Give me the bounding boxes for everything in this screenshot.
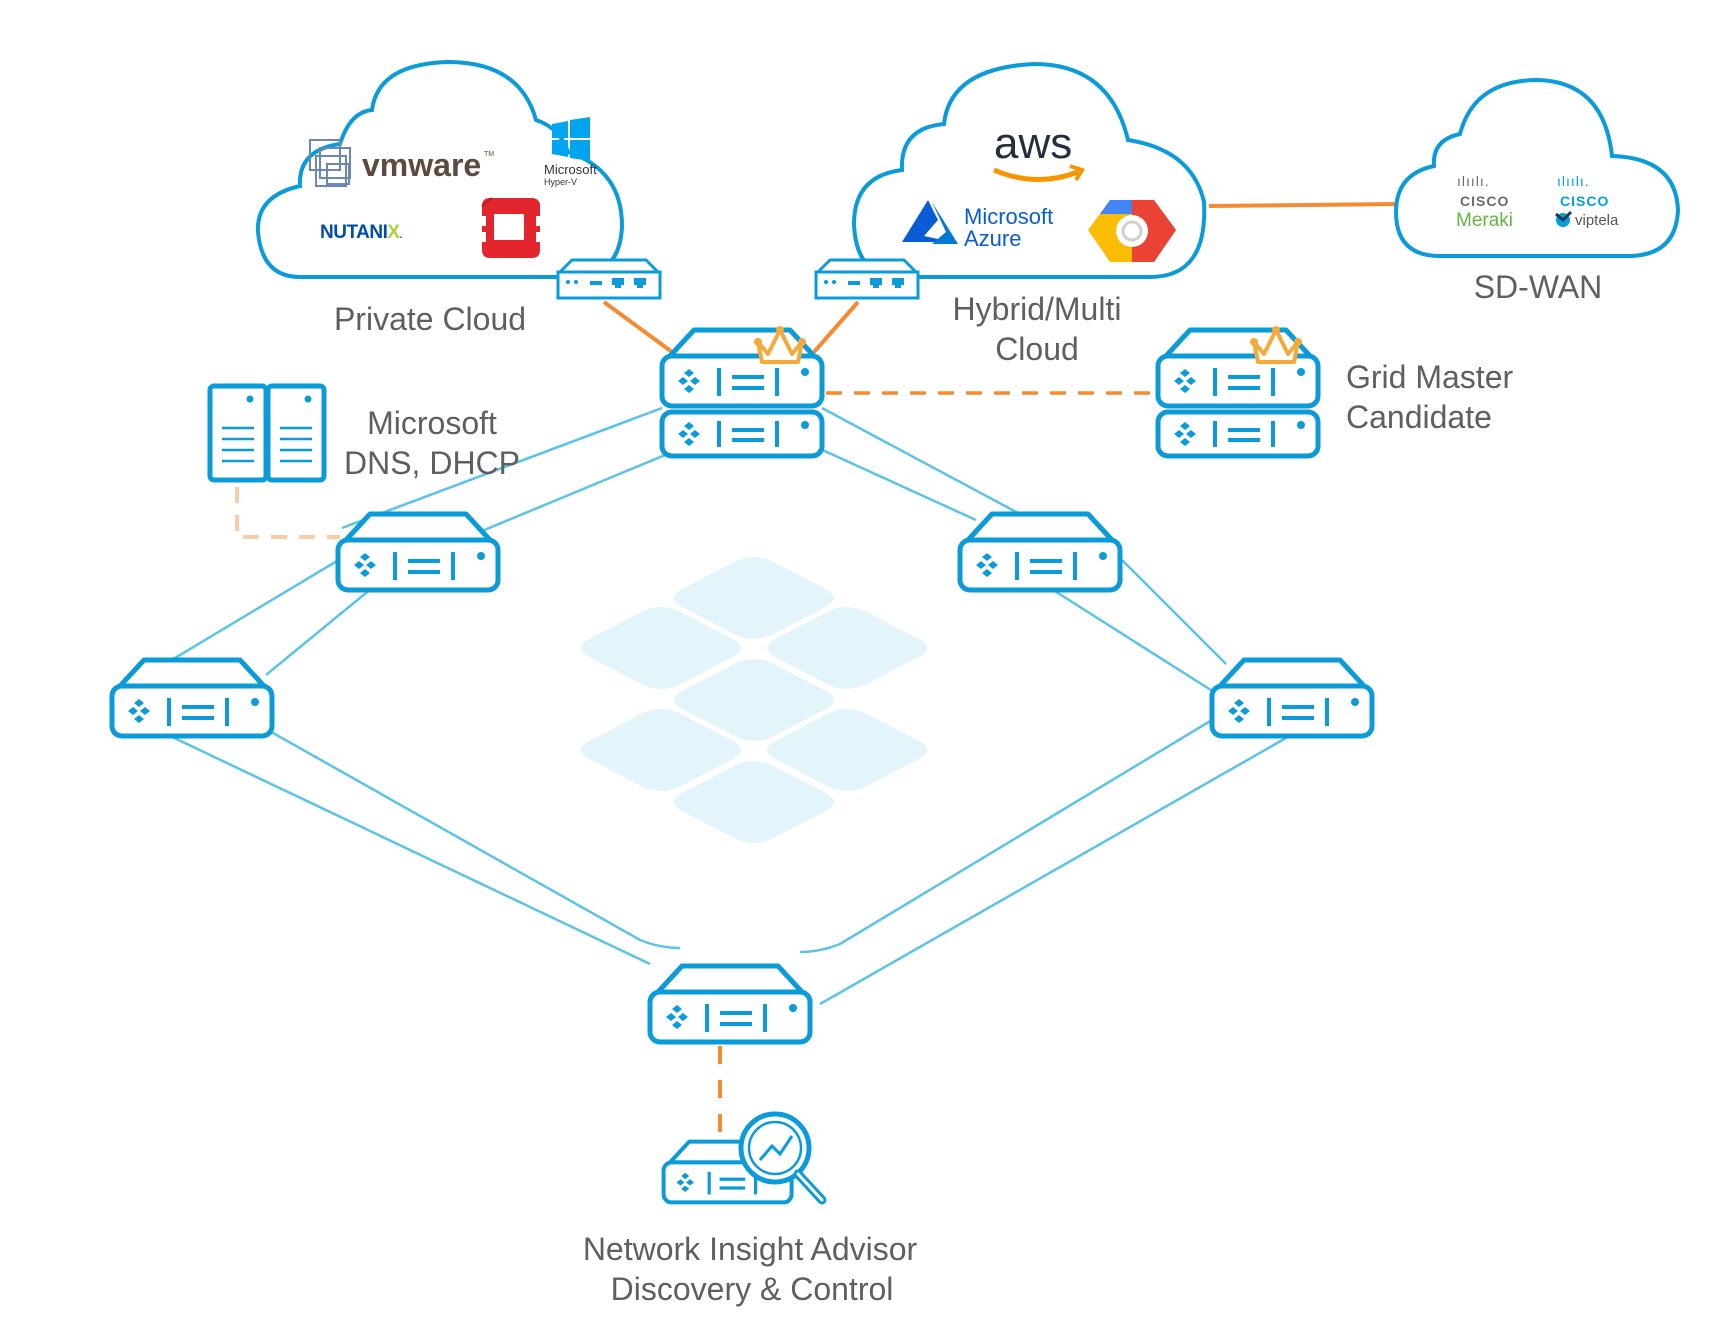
watermark-logo (581, 557, 927, 843)
aws-logo: aws (993, 119, 1085, 182)
link-right1-right2b (1049, 586, 1215, 694)
magnifier-chart-icon (738, 1111, 827, 1205)
vmware-logo: vmware TM (309, 139, 494, 187)
grid-member-left-2 (112, 660, 272, 736)
viptela-icon (1555, 210, 1573, 227)
hybrid-cloud: aws Microsoft Azure (814, 61, 1207, 300)
label-sdwan: SD-WAN (1474, 269, 1603, 305)
private-cloud-edge-device (556, 258, 662, 300)
orange-links (235, 202, 1398, 1140)
label-microsoft: Microsoft (367, 405, 497, 441)
grid-master-candidate (1158, 324, 1318, 456)
google-cloud-logo (1088, 200, 1176, 262)
grid-links (167, 406, 1301, 1006)
cisco-bars-1: ılıılı. (1457, 173, 1490, 189)
link-right2-bottom-b (799, 718, 1213, 954)
hyperv-text-1: Microsoft (544, 162, 597, 177)
network-insight-advisor (664, 1111, 827, 1205)
link-sdwan (1208, 202, 1398, 208)
azure-text-2: Azure (964, 226, 1021, 251)
svg-text:NUTANIX.: NUTANIX. (320, 222, 403, 243)
viptela-text: viptela (1575, 212, 1619, 229)
hyperv-text-2: Hyper-V (544, 177, 577, 187)
link-right2-bottom (819, 728, 1301, 1006)
aws-text: aws (994, 119, 1072, 168)
grid-member-left-1 (338, 514, 498, 590)
label-dns-dhcp: DNS, DHCP (344, 445, 520, 481)
private-cloud: vmware TM Microsoft Hyper-V NUTANIX. (255, 59, 662, 300)
link-left2-bottom (167, 733, 651, 966)
link-private-cloud (602, 300, 674, 354)
meraki-text: Meraki (1456, 210, 1513, 231)
vmware-text: vmware (362, 147, 481, 183)
label-nia: Network Insight Advisor (583, 1231, 918, 1267)
cisco-text-2: CISCO (1560, 193, 1609, 209)
link-right1-right2 (1121, 559, 1227, 665)
azure-text-1: Microsoft (964, 204, 1053, 229)
hyperv-logo: Microsoft Hyper-V (544, 117, 597, 187)
label-grid-master: Grid Master (1346, 359, 1513, 395)
link-hybrid-cloud (812, 300, 860, 354)
microsoft-server-icon (207, 383, 327, 483)
grid-member-right-2 (1212, 660, 1372, 736)
cisco-text-1: CISCO (1460, 193, 1509, 209)
hybrid-cloud-edge-device (814, 258, 920, 300)
grid-member-right-1 (960, 514, 1120, 590)
label-hybrid-2: Cloud (995, 331, 1079, 367)
label-private-cloud: Private Cloud (334, 301, 526, 337)
openstack-logo (474, 197, 548, 258)
nutanix-logo: NUTANIX. (320, 222, 403, 243)
label-discovery-control: Discovery & Control (611, 1271, 894, 1307)
label-candidate: Candidate (1346, 399, 1492, 435)
link-master-right1b (817, 446, 977, 522)
azure-logo: Microsoft Azure (902, 200, 1053, 251)
link-left2-bottom-b (249, 718, 681, 950)
grid-member-bottom (650, 966, 810, 1042)
vmware-tm: TM (484, 151, 494, 158)
link-master-right1 (821, 406, 1047, 530)
sdwan-cloud: ılıılı. CISCO Meraki ılıılı. CISCO vipte… (1393, 77, 1681, 258)
link-left1-left2b (265, 587, 373, 676)
link-microsoft-dns (235, 487, 340, 539)
cisco-bars-2: ılıılı. (1557, 173, 1590, 189)
link-left1-left2 (169, 556, 343, 663)
label-hybrid-1: Hybrid/Multi (953, 291, 1122, 327)
grid-master (662, 324, 822, 456)
link-master-left1 (341, 406, 663, 530)
